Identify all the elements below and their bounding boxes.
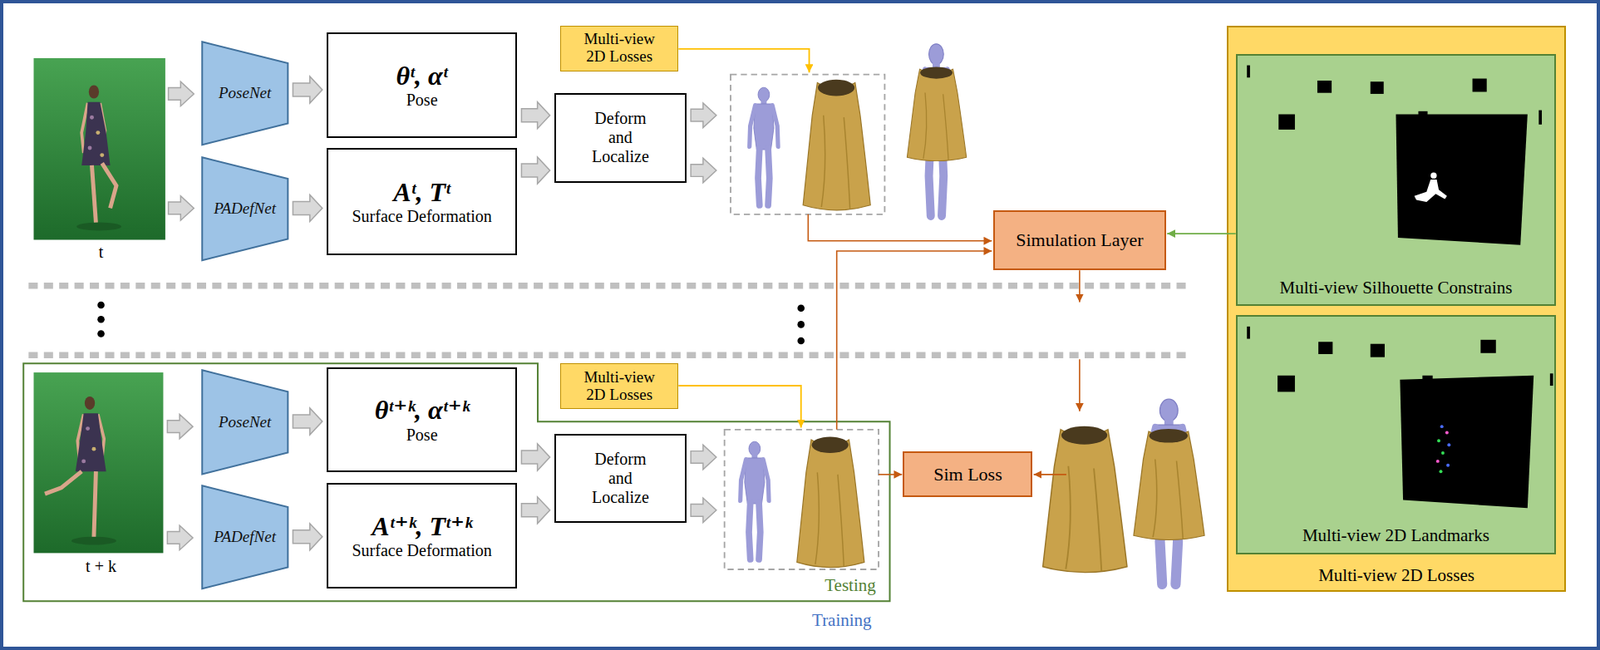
label-slot: t — [98, 242, 104, 262]
testing-region: TestingPoseNetPADefNetθᵗ⁺ᵏ, αᵗ⁺ᵏPoseAᵗ⁺ᵏ… — [22, 362, 892, 603]
simulation-box: Sim Loss — [902, 451, 1033, 498]
block-arrow — [292, 194, 322, 222]
outline-shape — [201, 157, 288, 261]
network-trapezoid: PoseNet — [201, 369, 290, 476]
label-slot: Training — [812, 610, 872, 631]
outline-shape — [23, 363, 890, 601]
output-box: θᵗ⁺ᵏ, αᵗ⁺ᵏPose — [326, 367, 518, 473]
network-trapezoid: PoseNet — [201, 40, 290, 146]
loss-box: Multi-view 2D Losses — [560, 25, 679, 72]
node-text: θᵗ⁺ᵏ, αᵗ⁺ᵏ — [374, 394, 470, 426]
outline-shape — [201, 485, 288, 589]
network-trapezoid: PADefNet — [201, 156, 290, 261]
node-text: Simulation Layer — [1015, 229, 1143, 251]
node-text: PADefNet — [213, 527, 276, 547]
node-text: Aᵗ, Tᵗ — [393, 177, 451, 208]
block-arrow — [521, 497, 550, 524]
node-text: θᵗ, αᵗ — [395, 60, 448, 92]
constraint-arrow — [1166, 232, 1236, 235]
node-text: PoseNet — [218, 413, 271, 432]
node-text: Deform and Localize — [585, 449, 656, 508]
output-box: Aᵗ, TᵗSurface Deformation — [326, 147, 518, 256]
process-box: Deform and Localize — [554, 433, 688, 523]
output-box: Aᵗ⁺ᵏ, Tᵗ⁺ᵏSurface Deformation — [326, 482, 518, 590]
constraint-panel: Multi-view Silhouette Constrains — [1235, 54, 1556, 306]
label-slot: t + k — [85, 556, 117, 576]
loss-panel: Multi-view 2D Losses Multi-view Silhouett… — [1226, 25, 1567, 592]
label-text: Training — [812, 610, 872, 631]
node-text: Multi-view 2D Losses — [576, 369, 663, 404]
node-text: Pose — [406, 425, 439, 445]
label-text: t — [98, 242, 104, 261]
node-text: PoseNet — [218, 83, 271, 103]
simulation-box: Simulation Layer — [993, 210, 1167, 271]
label-text: t + k — [85, 556, 117, 576]
network-trapezoid: PADefNet — [201, 484, 290, 590]
node-text: Surface Deformation — [351, 206, 492, 227]
outline-shape — [201, 41, 288, 145]
node-text: Multi-view Silhouette Constrains — [1279, 277, 1512, 298]
node-text: Testing — [824, 575, 877, 596]
node-text: Surface Deformation — [351, 541, 492, 561]
process-box: Deform and Localize — [554, 93, 688, 183]
node-text: Deform and Localize — [585, 108, 656, 167]
node-text: Pose — [406, 90, 439, 110]
block-arrow — [521, 157, 550, 184]
block-arrow — [292, 76, 322, 104]
block-arrow — [292, 408, 322, 435]
node-text: Multi-view 2D Losses — [1318, 565, 1475, 586]
output-box: θᵗ, αᵗPose — [326, 32, 518, 138]
loss-box: Multi-view 2D Losses — [560, 363, 679, 409]
node-text: PADefNet — [213, 199, 276, 218]
node-text: Sim Loss — [933, 463, 1003, 485]
block-arrow — [521, 443, 550, 471]
node-text: Aᵗ⁺ᵏ, Tᵗ⁺ᵏ — [371, 511, 473, 542]
block-arrow — [292, 523, 322, 551]
block-arrow — [521, 102, 550, 129]
node-text: Multi-view 2D Losses — [576, 30, 663, 66]
node-text: Multi-view 2D Landmarks — [1302, 525, 1490, 546]
outline-shape — [201, 370, 288, 475]
constraint-panel: Multi-view 2D Landmarks — [1235, 315, 1556, 554]
